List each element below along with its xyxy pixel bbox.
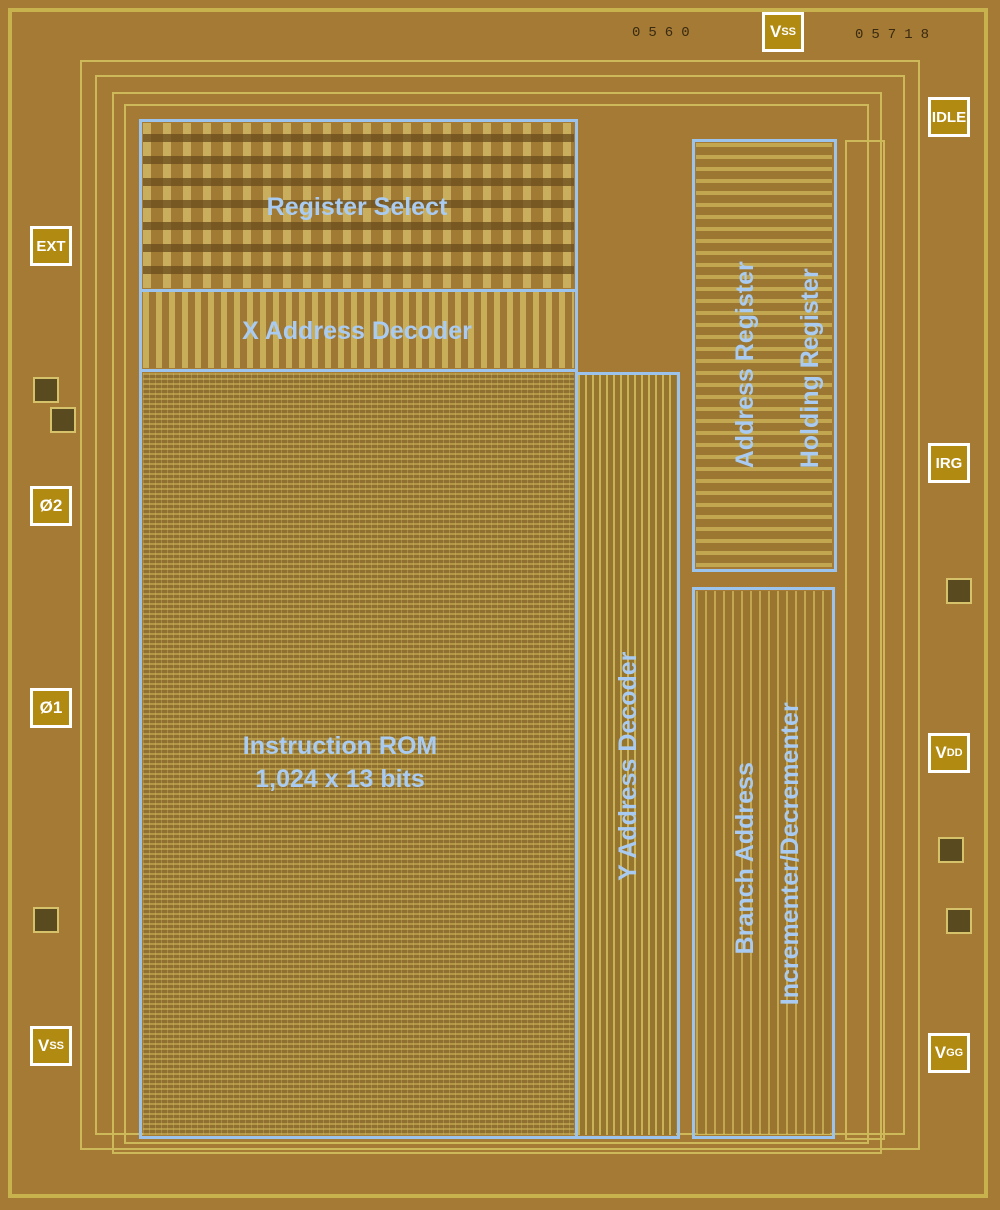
x-address-decoder-label: X Address Decoder <box>242 317 472 345</box>
pad-label: IDLE <box>931 108 967 126</box>
pad-irg: IRG <box>928 443 970 483</box>
pad-label-sub: GG <box>946 1047 964 1059</box>
pad-label: V <box>934 1043 947 1062</box>
x-decoder-circuit <box>143 292 574 368</box>
right-bus <box>845 140 885 1140</box>
rom-columns <box>143 373 574 1135</box>
instruction-rom-title: Instruction ROM <box>242 732 438 760</box>
pad-label-sub: SS <box>781 26 797 38</box>
branch-circuit <box>696 591 830 1134</box>
die-seal-ring <box>8 8 988 1198</box>
address-register-box <box>692 139 837 572</box>
pad-label-sub: SS <box>49 1040 65 1052</box>
incrementer-decrementer-label: Incrementer/Decrementer <box>775 702 804 1006</box>
instruction-rom-label: Instruction ROM 1,024 x 13 bits <box>140 730 540 795</box>
address-register-circuit <box>696 143 832 567</box>
power-bus <box>80 60 920 1150</box>
die-marking: 05718 <box>855 27 938 43</box>
test-pad <box>33 907 59 933</box>
pad-label: V <box>769 22 782 41</box>
pad-label-sub: DD <box>946 747 963 759</box>
pad-label: Ø2 <box>39 496 63 515</box>
test-pad <box>938 837 964 863</box>
pad-ext: EXT <box>30 226 72 266</box>
register-select-label: Register Select <box>266 193 448 221</box>
pad-idle: IDLE <box>928 97 970 137</box>
pad-phi2: Ø2 <box>30 486 72 526</box>
register-select-rows <box>143 123 574 288</box>
test-pad <box>946 908 972 934</box>
holding-register-label: Holding Register <box>795 268 824 469</box>
y-address-decoder-label: Y Address Decoder <box>613 651 642 881</box>
pad-label: V <box>37 1036 50 1055</box>
test-pad <box>946 578 972 604</box>
signal-bus <box>112 92 882 1154</box>
die-marking: 0560 <box>632 25 698 41</box>
pad-label: EXT <box>36 237 66 255</box>
y-address-decoder-box <box>575 372 680 1139</box>
pad-label: Ø1 <box>39 698 63 717</box>
pad-phi1: Ø1 <box>30 688 72 728</box>
test-pad <box>50 407 76 433</box>
address-register-label: Address Register <box>730 261 759 469</box>
test-pad <box>33 377 59 403</box>
branch-address-box <box>692 587 835 1139</box>
rom-array <box>143 373 574 1135</box>
y-decoder-circuit <box>578 375 676 1135</box>
signal-bus-inner <box>124 104 869 1144</box>
pad-label: V <box>935 743 947 762</box>
branch-address-label: Branch Address <box>730 762 759 955</box>
pad-label: IRG <box>935 454 963 472</box>
instruction-rom-size: 1,024 x 13 bits <box>255 764 425 793</box>
